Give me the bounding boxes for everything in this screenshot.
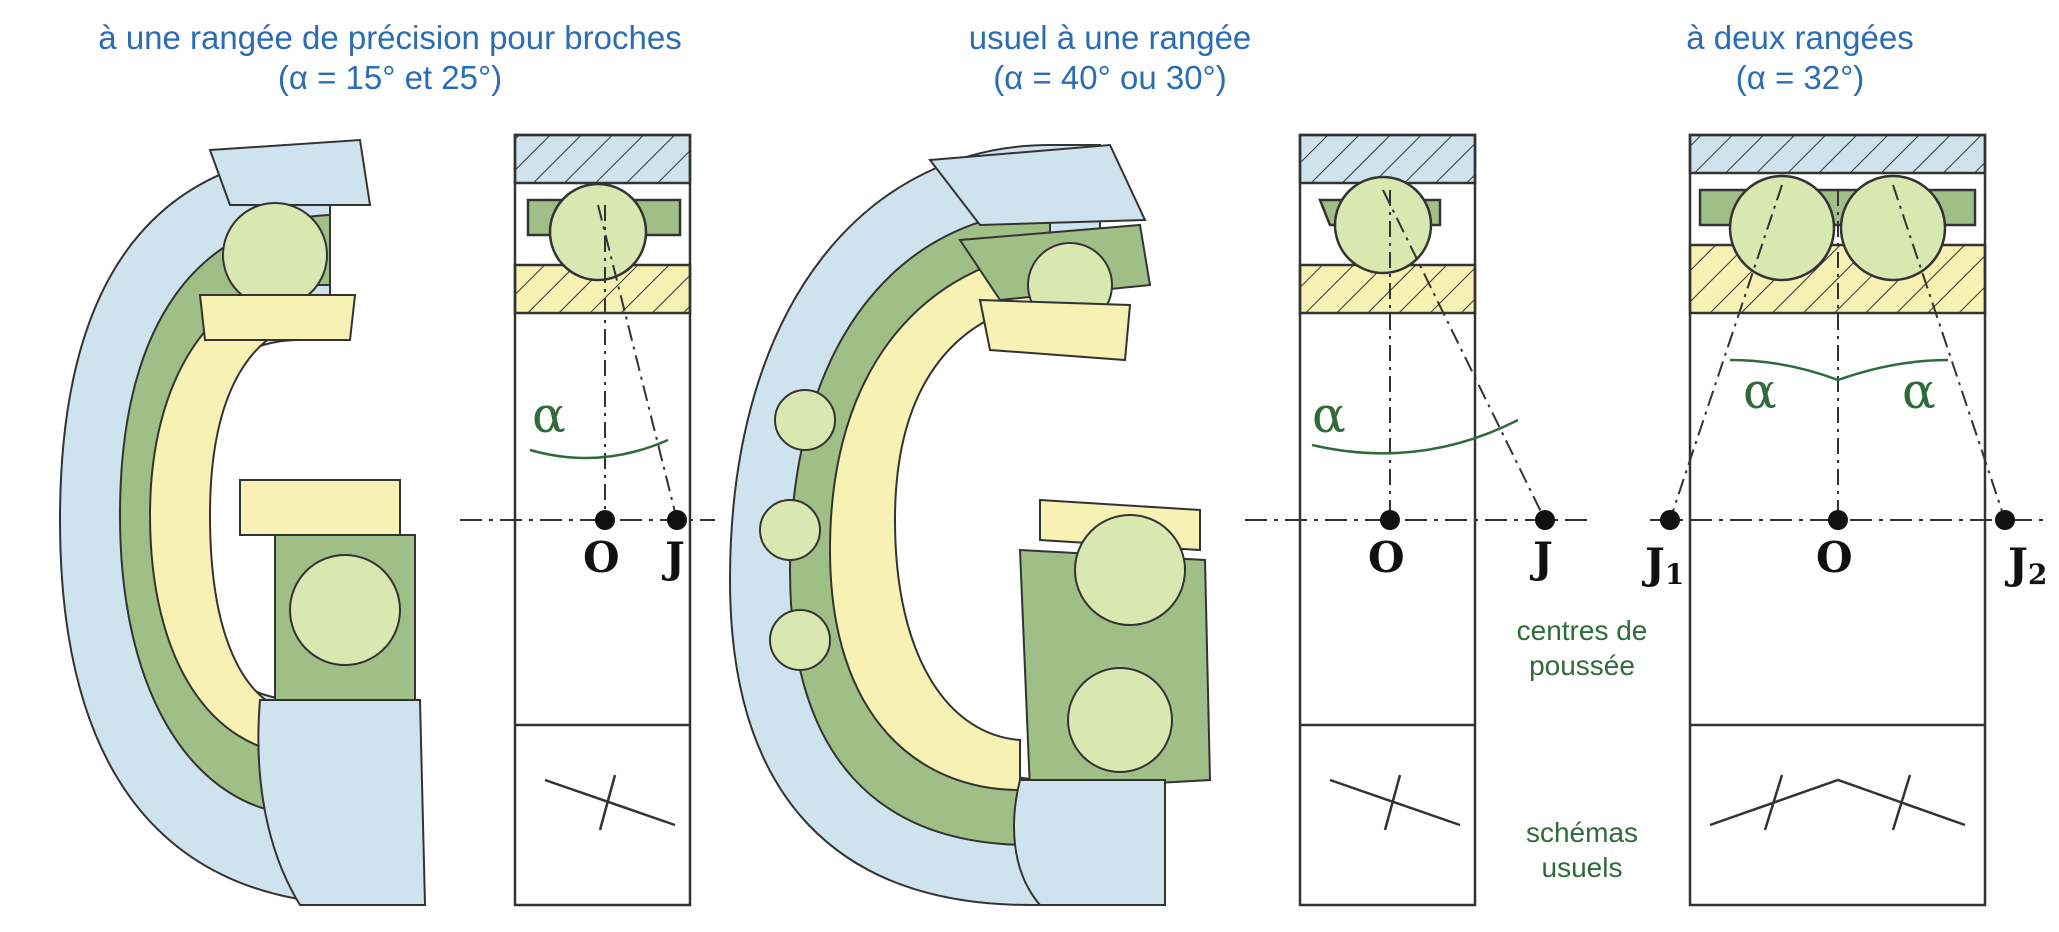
section-schematic-1 [513, 133, 692, 907]
alpha-arc-right-3 [1837, 358, 1949, 382]
contact-line-2 [1382, 189, 1546, 521]
point-J1-3 [1660, 510, 1680, 530]
ball-left-2-2 [759, 499, 821, 561]
symbol-tick-2 [1383, 774, 1402, 831]
point-J2-3 [1995, 510, 2015, 530]
section-ball-right-3 [1839, 174, 1947, 282]
label-J1: J1 [1641, 539, 1684, 591]
inner-ring-segment-1 [239, 479, 401, 536]
section-outer-ring-3 [1688, 133, 1987, 175]
ball-bottom-1 [289, 554, 401, 666]
section-outer-ring-2 [1298, 133, 1477, 185]
outer-flange-bottom-1 [257, 699, 427, 906]
alpha-label-2: α [1312, 386, 1346, 444]
bearing-single-row-3d [728, 143, 1212, 906]
ball-left-3-2 [769, 609, 831, 671]
point-O-1 [595, 510, 615, 530]
note-centres-line2: poussée [1529, 650, 1635, 681]
ball-bottom-1-2 [1074, 514, 1186, 626]
label-O-2: O [1368, 533, 1405, 582]
label-J2-subscript: 2 [2028, 558, 2047, 591]
contact-line-left-3 [1669, 184, 1783, 521]
title-double-row-bearing: à deux rangées (α = 32°) [1600, 18, 2000, 98]
alpha-arc-1 [529, 438, 669, 460]
label-J2: J2 [2004, 539, 2047, 591]
title-single-row-bearing: usuel à une rangée (α = 40° ou 30°) [860, 18, 1360, 98]
bearing-precision-3d [58, 138, 427, 906]
alpha-arc-left-3 [1729, 358, 1839, 382]
point-J-1 [667, 510, 687, 530]
title-double-row-line1: à deux rangées [1686, 19, 1914, 56]
note-schemas-line1: schémas [1526, 817, 1638, 848]
section-ball-left-3 [1728, 174, 1836, 282]
outer-flange-top-1 [208, 138, 372, 206]
inner-flange-top-2 [978, 298, 1132, 362]
label-O-3: O [1816, 533, 1853, 582]
point-J-2 [1535, 510, 1555, 530]
outer-flange-bottom-2 [1013, 779, 1166, 906]
section-ball-2 [1333, 175, 1433, 275]
label-J1-main: J [1641, 539, 1665, 588]
section-schematic-3 [1669, 133, 2006, 907]
point-O-3 [1828, 510, 1848, 530]
title-precision-line2: (α = 15° et 25°) [277, 59, 503, 96]
label-J-2: J [1529, 533, 1553, 582]
contact-line-right-3 [1892, 184, 2006, 521]
outer-flange-top-2 [928, 143, 1147, 227]
inner-flange-top-1 [198, 294, 357, 341]
ball-left-1-2 [774, 389, 836, 451]
alpha-label-left-3: α [1743, 362, 1777, 420]
ball-top-1 [222, 202, 328, 308]
section-ball-1 [548, 182, 648, 282]
title-double-row-line2: (α = 32°) [1735, 59, 1865, 96]
label-J2-main: J [2004, 539, 2028, 588]
note-schemas-line2: usuels [1542, 852, 1623, 883]
symbol-tick-right-3 [1891, 774, 1912, 831]
symbol-line-3 [1709, 778, 1966, 827]
symbol-tick-1 [598, 774, 617, 831]
alpha-arc-2 [1311, 418, 1519, 455]
section-outer-ring-1 [513, 133, 692, 185]
alpha-label-right-3: α [1902, 362, 1936, 420]
alpha-label-1: α [532, 386, 566, 444]
title-precision-bearing: à une rangée de précision pour broches (… [40, 18, 740, 98]
symbol-line-1 [544, 778, 676, 827]
symbol-tick-left-3 [1763, 774, 1784, 831]
label-J1-subscript: 1 [1665, 558, 1684, 591]
inner-ring-2 [828, 248, 1051, 792]
point-O-2 [1380, 510, 1400, 530]
title-single-row-line2: (α = 40° ou 30°) [993, 59, 1227, 96]
label-J-1: J [661, 533, 685, 582]
ball-bottom-2-2 [1067, 667, 1173, 773]
section-schematic-2 [1298, 133, 1546, 907]
note-centres-line1: centres de [1517, 615, 1648, 646]
symbol-line-2 [1329, 778, 1461, 827]
title-single-row-line1: usuel à une rangée [968, 19, 1252, 56]
contact-line-1 [597, 204, 678, 521]
label-O-1: O [583, 533, 620, 582]
title-precision-line1: à une rangée de précision pour broches [98, 19, 682, 56]
